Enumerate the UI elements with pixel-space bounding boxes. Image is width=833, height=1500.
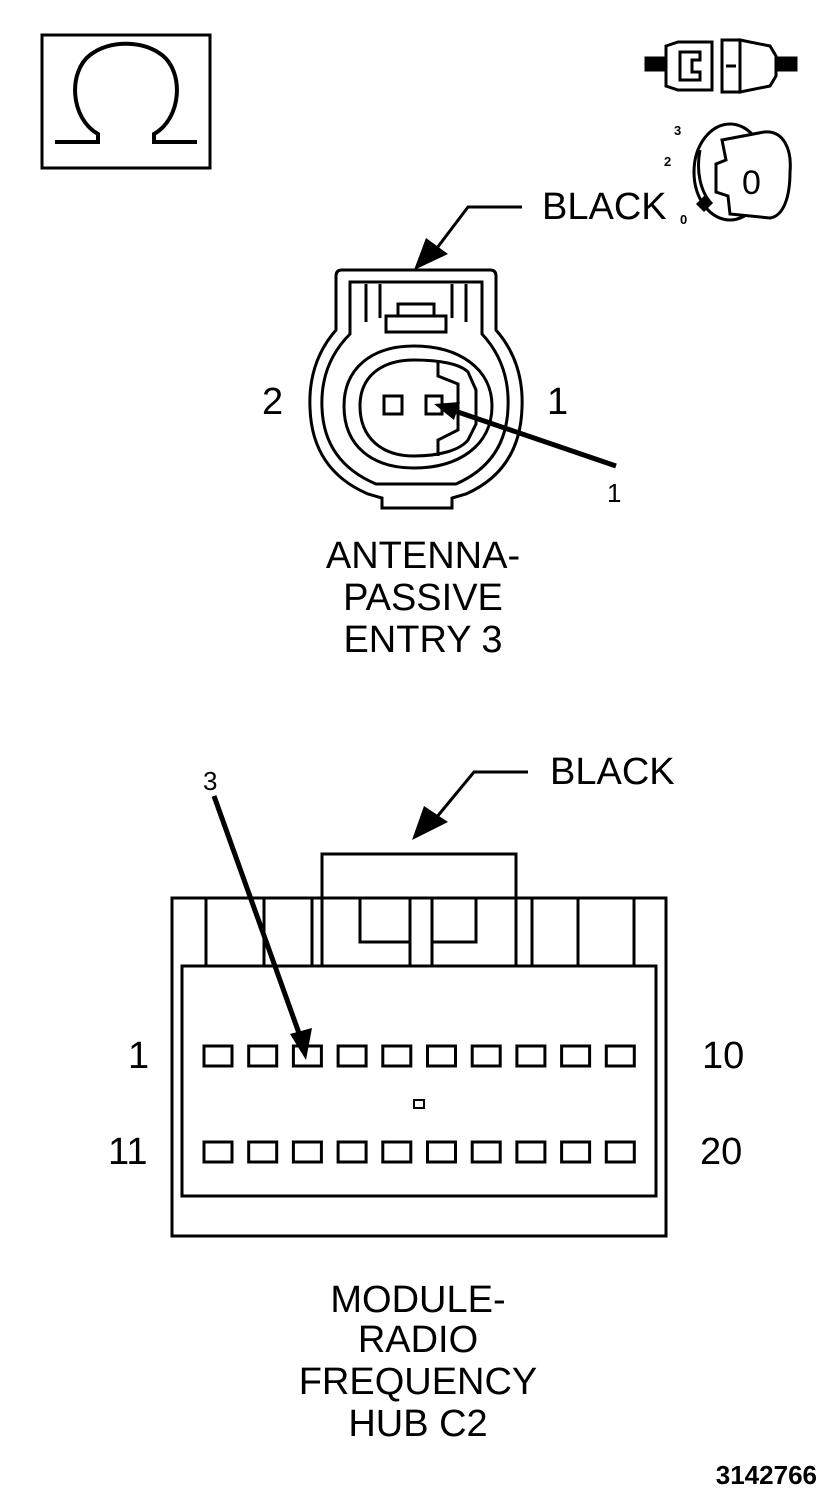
terminal-cavity-18 [515,1140,547,1164]
rf-hub-title-line-4: HUB C2 [348,1403,487,1445]
terminal-cavity-11 [202,1140,234,1164]
ignition-key-label: 0 [742,164,761,202]
terminal-cavity-10 [604,1044,636,1068]
terminal-cavity-1 [202,1044,234,1068]
rf-hub-title-line-2: RADIO [358,1319,478,1361]
rf-hub-pointer-arrow [412,806,448,840]
rf-hub-row2-start: 11 [108,1131,147,1173]
terminal-cavity-9 [560,1044,592,1068]
terminal-cavity-8 [515,1044,547,1068]
cavity-row-1 [202,1044,636,1068]
antenna-color-label: BLACK [542,186,667,228]
antenna-terminal-2 [382,394,404,416]
antenna-pointer-arrow [414,238,448,270]
rf-hub-row2-end: 20 [700,1131,742,1173]
terminal-cavity-6 [426,1044,457,1068]
antenna-pin-right-label: 1 [547,381,568,423]
rf-hub-color-label: BLACK [550,751,675,793]
terminal-cavity-17 [470,1140,502,1164]
antenna-connector: BLACK 2 1 1 ANTENNA- P [262,186,667,661]
cavity-row-2 [202,1140,636,1164]
rf-hub-title-line-3: FREQUENCY [299,1361,538,1403]
terminal-cavity-7 [470,1044,502,1068]
terminal-cavity-19 [560,1140,592,1164]
terminal-cavity-5 [381,1044,413,1068]
ignition-position-3: 3 [674,123,681,138]
terminal-cavity-15 [381,1140,413,1164]
antenna-title-line-1: ANTENNA- [326,535,520,577]
terminal-cavity-14 [336,1140,368,1164]
rf-hub-row1-end: 10 [702,1035,744,1077]
rf-hub-title-line-1: MODULE- [330,1279,505,1321]
rf-hub-connector: BLACK 1 10 11 20 [108,751,744,1445]
figure-id: 3142766 [716,1460,817,1490]
terminal-cavity-2 [247,1044,279,1068]
center-key-mark [413,1099,425,1109]
antenna-callout-label: 1 [607,478,621,508]
rf-hub-callout-label: 3 [203,766,217,796]
omega-icon [40,33,212,170]
ignition-key-icon: 3 2 0 0 [664,122,792,227]
antenna-title-line-3: ENTRY 3 [343,619,502,661]
ignition-position-2: 2 [664,154,671,169]
ignition-position-0: 0 [680,212,687,227]
terminal-cavity-13 [291,1140,323,1164]
terminal-cavity-12 [247,1140,279,1164]
rf-hub-row1-start: 1 [128,1035,149,1077]
terminal-cavity-20 [604,1140,636,1164]
antenna-title-line-2: PASSIVE [343,577,503,619]
antenna-pin-left-label: 2 [262,381,283,423]
connector-disconnect-icon [644,38,798,94]
terminal-cavity-4 [336,1044,368,1068]
terminal-cavity-16 [426,1140,457,1164]
